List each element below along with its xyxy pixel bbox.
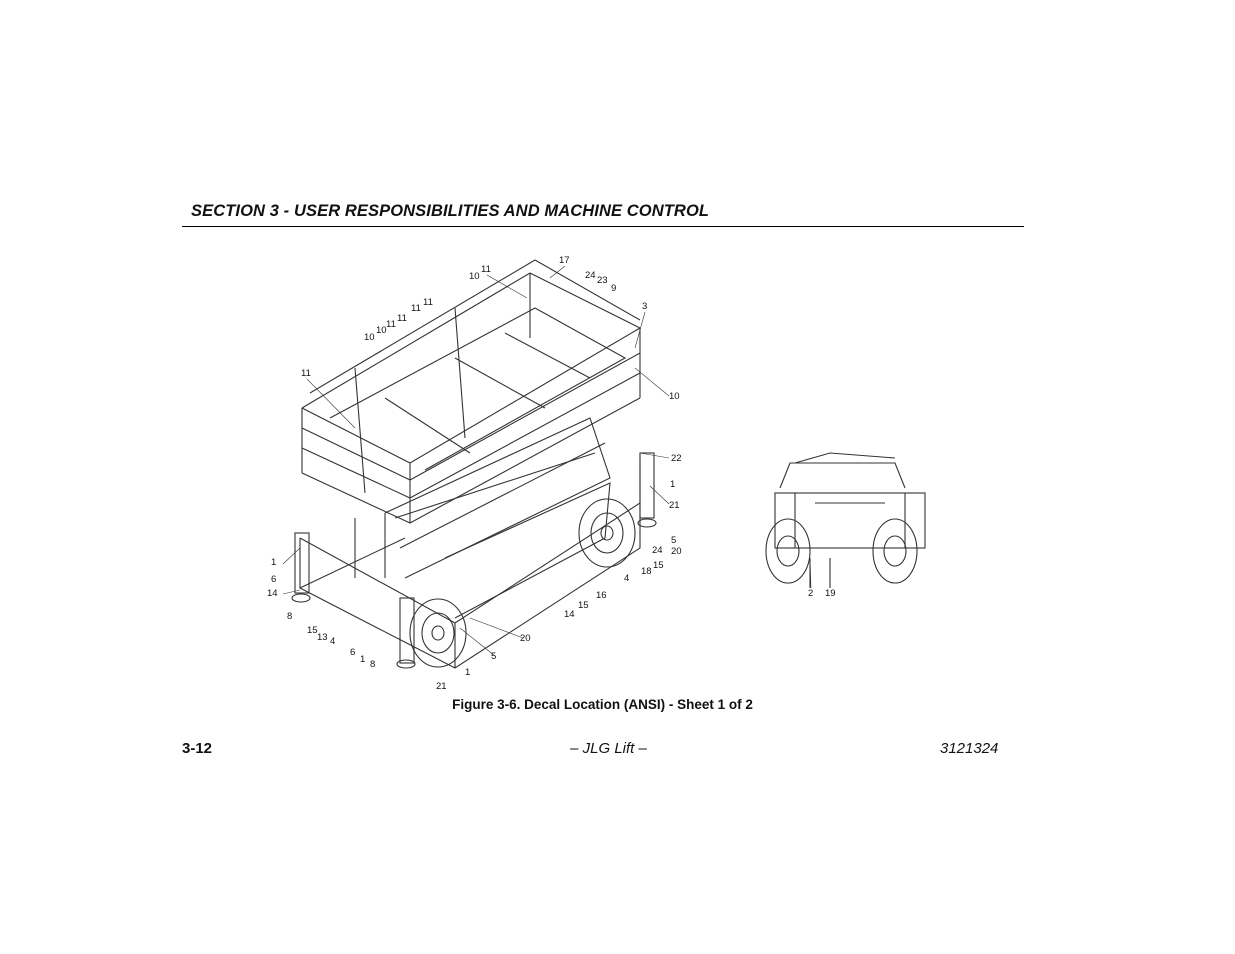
callout-5: 5: [491, 651, 496, 662]
section-title: SECTION 3 - USER RESPONSIBILITIES AND MA…: [191, 202, 710, 220]
header-rule: [182, 226, 1024, 228]
callout-6: 6: [350, 647, 355, 658]
callout-8: 8: [370, 659, 375, 670]
leader-lines: [282, 265, 831, 657]
callout-4: 4: [330, 636, 335, 647]
callout-9: 9: [611, 283, 616, 294]
callout-15: 15: [578, 600, 589, 611]
callout-16: 16: [596, 590, 607, 601]
callout-11: 11: [481, 264, 491, 275]
callout-21: 21: [669, 500, 680, 511]
document-number: 3121324: [940, 740, 999, 757]
lift-line-art: [291, 259, 926, 669]
callout-23: 23: [597, 275, 608, 286]
callout-10: 10: [364, 332, 375, 343]
callout-4: 4: [624, 573, 629, 584]
callout-21: 21: [436, 681, 447, 692]
callout-11: 11: [301, 368, 311, 379]
callout-1: 1: [670, 479, 675, 490]
callout-13: 13: [317, 632, 328, 643]
decal-figure: 17 11 10 24 23 9 3 11 11 11 10 10 11 11 …: [255, 248, 985, 698]
callout-24: 24: [585, 270, 596, 281]
callout-14: 14: [564, 609, 575, 620]
callout-6: 6: [271, 574, 276, 585]
callout-22: 22: [671, 453, 682, 464]
callout-19: 19: [825, 588, 836, 599]
callout-1: 1: [465, 667, 470, 678]
callout-2: 2: [808, 588, 813, 599]
callout-3: 3: [642, 301, 647, 312]
page-number: 3-12: [182, 740, 213, 757]
callout-14: 14: [267, 588, 278, 599]
callout-10: 10: [669, 391, 680, 402]
callout-11: 11: [397, 313, 407, 324]
callout-11: 11: [423, 297, 433, 308]
callout-18: 18: [641, 566, 652, 577]
callout-5: 5: [671, 535, 676, 546]
callout-10: 10: [376, 325, 387, 336]
callout-10: 10: [469, 271, 480, 282]
callout-17: 17: [559, 255, 570, 266]
callout-20: 20: [520, 633, 531, 644]
scissor-lift-drawing: 17 11 10 24 23 9 3 11 11 11 10 10 11 11 …: [267, 255, 926, 692]
callout-1: 1: [360, 654, 365, 665]
callout-1: 1: [271, 557, 276, 568]
callout-20: 20: [671, 546, 682, 557]
callout-labels: 17 11 10 24 23 9 3 11 11 11 10 10 11 11 …: [267, 255, 836, 692]
callout-11: 11: [386, 319, 396, 330]
callout-11: 11: [411, 303, 421, 314]
callout-15: 15: [307, 625, 318, 636]
callout-15: 15: [653, 560, 664, 571]
callout-8: 8: [287, 611, 292, 622]
footer-center-text: – JLG Lift –: [570, 740, 647, 757]
callout-24: 24: [652, 545, 663, 556]
figure-caption: Figure 3-6. Decal Location (ANSI) - Shee…: [452, 697, 753, 712]
